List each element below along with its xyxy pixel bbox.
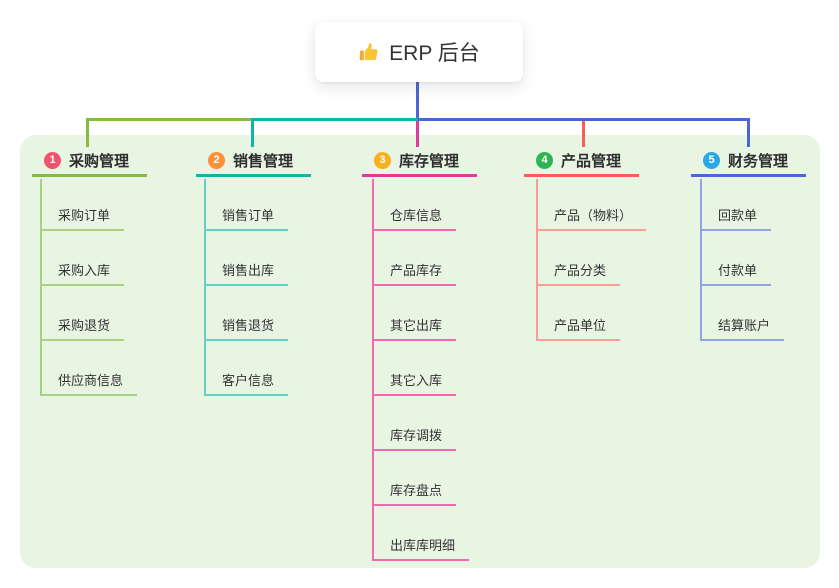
branch-item[interactable]: 出库库明细: [372, 535, 470, 561]
branch-item[interactable]: 供应商信息: [40, 370, 138, 396]
connector-drop: [582, 121, 585, 147]
branch-header[interactable]: 2 销售管理: [196, 147, 312, 177]
branch-header[interactable]: 5 财务管理: [691, 147, 807, 177]
connector-bus-segment: [253, 118, 418, 121]
branch-item[interactable]: 采购订单: [40, 205, 125, 231]
branch-header[interactable]: 3 库存管理: [362, 147, 478, 177]
connector-bus-segment: [86, 118, 253, 121]
branch-item[interactable]: 采购入库: [40, 260, 125, 286]
branch-item[interactable]: 其它出库: [372, 315, 457, 341]
branch-label: 采购管理: [69, 153, 130, 170]
connector-drop: [86, 118, 89, 147]
branch-item[interactable]: 库存调拨: [372, 425, 457, 451]
branch-vertical-line: [372, 179, 374, 561]
branch-item[interactable]: 仓库信息: [372, 205, 457, 231]
branch-vertical-line: [700, 179, 702, 341]
branch-item[interactable]: 库存盘点: [372, 480, 457, 506]
root-node-label: ERP 后台: [389, 42, 480, 65]
branch-item[interactable]: 产品（物料）: [536, 205, 647, 231]
branch-item[interactable]: 客户信息: [204, 370, 289, 396]
branch-item[interactable]: 销售出库: [204, 260, 289, 286]
branch-vertical-line: [536, 179, 538, 341]
branch-header[interactable]: 1 采购管理: [32, 147, 148, 177]
branch-item[interactable]: 回款单: [700, 205, 772, 231]
connector-root-stem: [416, 82, 419, 121]
connector-bus-segment: [418, 118, 750, 121]
branch-item[interactable]: 产品单位: [536, 315, 621, 341]
branch-item[interactable]: 产品库存: [372, 260, 457, 286]
branch-item[interactable]: 产品分类: [536, 260, 621, 286]
connector-drop: [251, 118, 254, 147]
branch-item[interactable]: 付款单: [700, 260, 772, 286]
branch-item[interactable]: 采购退货: [40, 315, 125, 341]
branch-number-badge: 3: [374, 152, 391, 169]
root-node[interactable]: ERP 后台: [315, 22, 523, 82]
branch-number-badge: 2: [208, 152, 225, 169]
branch-item[interactable]: 结算账户: [700, 315, 785, 341]
connector-drop: [747, 118, 750, 147]
branch-number-badge: 5: [703, 152, 720, 169]
branch-item[interactable]: 销售退货: [204, 315, 289, 341]
connector-drop: [416, 121, 419, 147]
branch-header[interactable]: 4 产品管理: [524, 147, 640, 177]
mindmap-panel: [20, 135, 820, 568]
branch-vertical-line: [40, 179, 42, 396]
branch-label: 销售管理: [233, 153, 294, 170]
thumbs-up-icon: [358, 41, 380, 63]
branch-item[interactable]: 销售订单: [204, 205, 289, 231]
branch-number-badge: 4: [536, 152, 553, 169]
branch-vertical-line: [204, 179, 206, 396]
branch-item[interactable]: 其它入库: [372, 370, 457, 396]
branch-label: 库存管理: [399, 153, 460, 170]
branch-number-badge: 1: [44, 152, 61, 169]
branch-label: 产品管理: [561, 153, 622, 170]
branch-label: 财务管理: [728, 153, 789, 170]
